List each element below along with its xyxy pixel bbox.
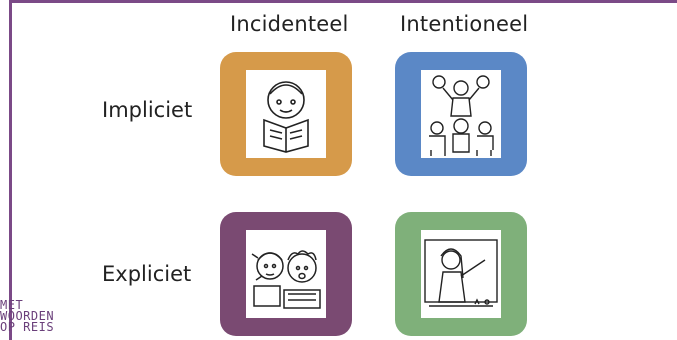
tile-intentional-implicit xyxy=(395,52,527,176)
children-talking-icon xyxy=(251,250,321,309)
teacher-with-puppets-illustration xyxy=(421,70,501,158)
child-reading-book-icon xyxy=(263,81,309,153)
met-woorden-op-reis-logo: MET WOORDEN OP REIS xyxy=(0,298,92,334)
logo-line-2: WOORDEN xyxy=(0,309,55,323)
row-header-impliciet: Impliciet xyxy=(102,98,193,122)
logo-line-3: OP REIS xyxy=(0,320,55,334)
slide-frame xyxy=(9,0,677,340)
tile-intentional-explicit xyxy=(395,212,527,336)
column-header-intentioneel: Intentioneel xyxy=(400,12,529,36)
teacher-at-board-icon xyxy=(424,239,498,307)
column-header-incidenteel: Incidenteel xyxy=(230,12,349,36)
tile-incidental-implicit xyxy=(220,52,352,176)
logo-line-1: MET xyxy=(0,298,24,312)
teacher-with-puppets-icon xyxy=(429,75,494,156)
child-reading-book-illustration xyxy=(246,70,326,158)
teacher-at-board-illustration xyxy=(421,230,501,318)
tile-incidental-explicit xyxy=(220,212,352,336)
children-talking-illustration xyxy=(246,230,326,318)
row-header-expliciet: Expliciet xyxy=(102,262,192,286)
